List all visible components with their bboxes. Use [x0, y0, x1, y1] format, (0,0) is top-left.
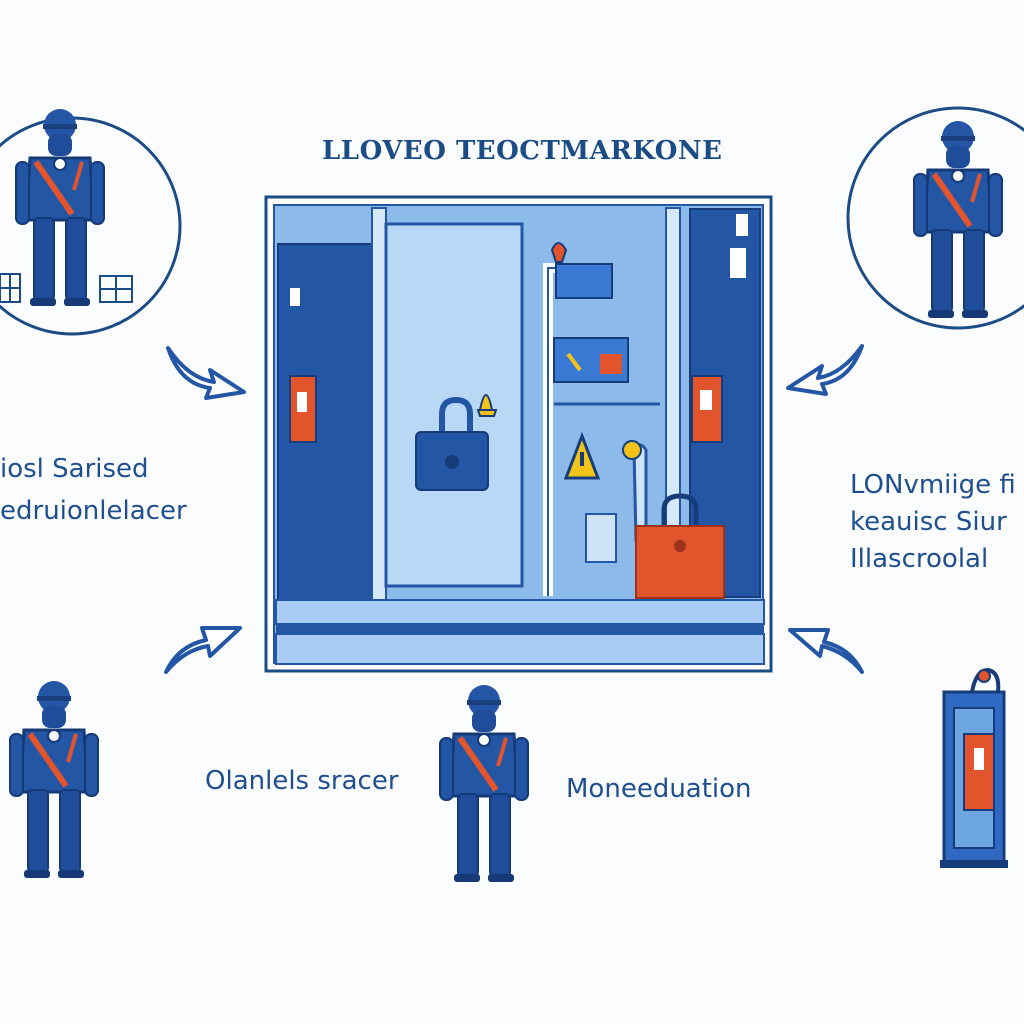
right-label-line-1: LONvmiige fi	[850, 470, 1016, 500]
left-label-line-1: iosl Sarised	[0, 454, 149, 484]
worker-top-right-icon	[846, 106, 1024, 330]
worker-bottom-left-icon	[10, 681, 98, 878]
right-label-line-3: Illascroolal	[850, 544, 989, 574]
lockout-station-icon	[940, 667, 1008, 868]
padlock-icon	[415, 396, 489, 491]
worker-bottom-center-icon	[440, 685, 528, 882]
bottom-right-label: Moneeduation	[566, 774, 752, 804]
right-label-line-2: keauisc Siur	[850, 507, 1007, 537]
arrow-icon	[164, 344, 864, 674]
left-label-line-2: edruionlelacer	[0, 496, 187, 526]
lockout-station-icon	[264, 195, 773, 673]
bottom-left-label: Olanlels sracer	[205, 766, 399, 796]
worker-top-left-icon	[0, 109, 182, 336]
hazard-warning-icon	[563, 431, 601, 480]
diagram-title: LLOVEO TEOCTMARKONE	[322, 136, 723, 166]
